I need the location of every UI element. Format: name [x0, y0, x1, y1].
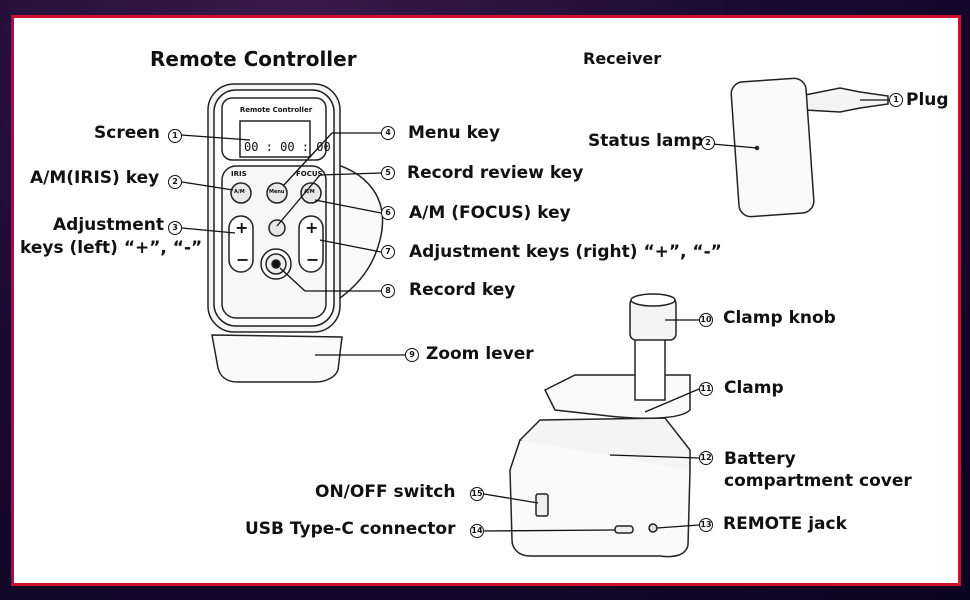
callout-number: 14 — [470, 524, 484, 538]
remote-title: Remote Controller — [150, 47, 357, 71]
callout-clamp: Clamp — [724, 378, 784, 398]
callout-number: 7 — [381, 245, 395, 259]
callout-number: 15 — [470, 487, 484, 501]
focus-label: FOCUS — [296, 170, 323, 178]
callout-remote-jack: REMOTE jack — [723, 514, 847, 534]
callout-focus-key: A/M (FOCUS) key — [409, 203, 571, 223]
callout-on-off: ON/OFF switch — [315, 482, 456, 502]
callout-adjust-left: Adjustment — [53, 215, 164, 235]
callout-number: 13 — [699, 518, 713, 532]
camera-mount-drawing — [509, 293, 691, 558]
callout-zoom-lever: Zoom lever — [426, 344, 534, 364]
callout-menu-key: Menu key — [408, 123, 501, 143]
callout-number: 5 — [381, 166, 395, 180]
callout-number: 9 — [405, 348, 419, 362]
callout-number: 3 — [168, 221, 182, 235]
screen-timecode: 00 : 00 : 00 — [244, 140, 331, 154]
focus-am-button: A/M — [304, 189, 315, 195]
callout-number: 4 — [381, 126, 395, 140]
callout-adjust-right: Adjustment keys (right) “+”, “-” — [409, 242, 722, 262]
callout-battery-cover: Battery — [724, 449, 796, 469]
callout-status-lamp: Status lamp — [588, 131, 704, 151]
callout-record-key: Record key — [409, 280, 516, 300]
callout-record-review: Record review key — [407, 163, 584, 183]
callout-number: 11 — [699, 382, 713, 396]
receiver-drawing — [730, 77, 889, 218]
plus-left-icon: + — [235, 218, 249, 237]
callout-number: 8 — [381, 284, 395, 298]
callout-number: 6 — [381, 206, 395, 220]
plus-right-icon: + — [305, 218, 319, 237]
callout-plug: Plug — [906, 90, 949, 110]
callout-number: 2 — [168, 175, 182, 189]
leader-lines — [180, 99, 889, 532]
callout-adjust-left-2: keys (left) “+”, “-” — [20, 238, 203, 258]
remote-brand-text: Remote Controller — [239, 106, 313, 114]
callout-iris-key: A/M(IRIS) key — [30, 168, 160, 188]
callout-battery-cover-2: compartment cover — [724, 471, 912, 491]
remote-controller-drawing — [207, 83, 384, 383]
callout-screen: Screen — [94, 123, 160, 143]
menu-button: Menu — [269, 189, 285, 195]
callout-clamp-knob: Clamp knob — [723, 308, 836, 328]
callout-number: 1 — [168, 129, 182, 143]
callout-number: 12 — [699, 451, 713, 465]
minus-left-icon: − — [236, 250, 250, 269]
callout-usb-c: USB Type-C connector — [245, 519, 456, 539]
callout-number: 1 — [889, 93, 903, 107]
callout-number: 2 — [701, 136, 715, 150]
minus-right-icon: − — [306, 250, 320, 269]
iris-label: IRIS — [231, 170, 247, 178]
callout-number: 10 — [699, 313, 713, 327]
receiver-title: Receiver — [583, 49, 662, 68]
iris-am-button: A/M — [234, 189, 245, 195]
